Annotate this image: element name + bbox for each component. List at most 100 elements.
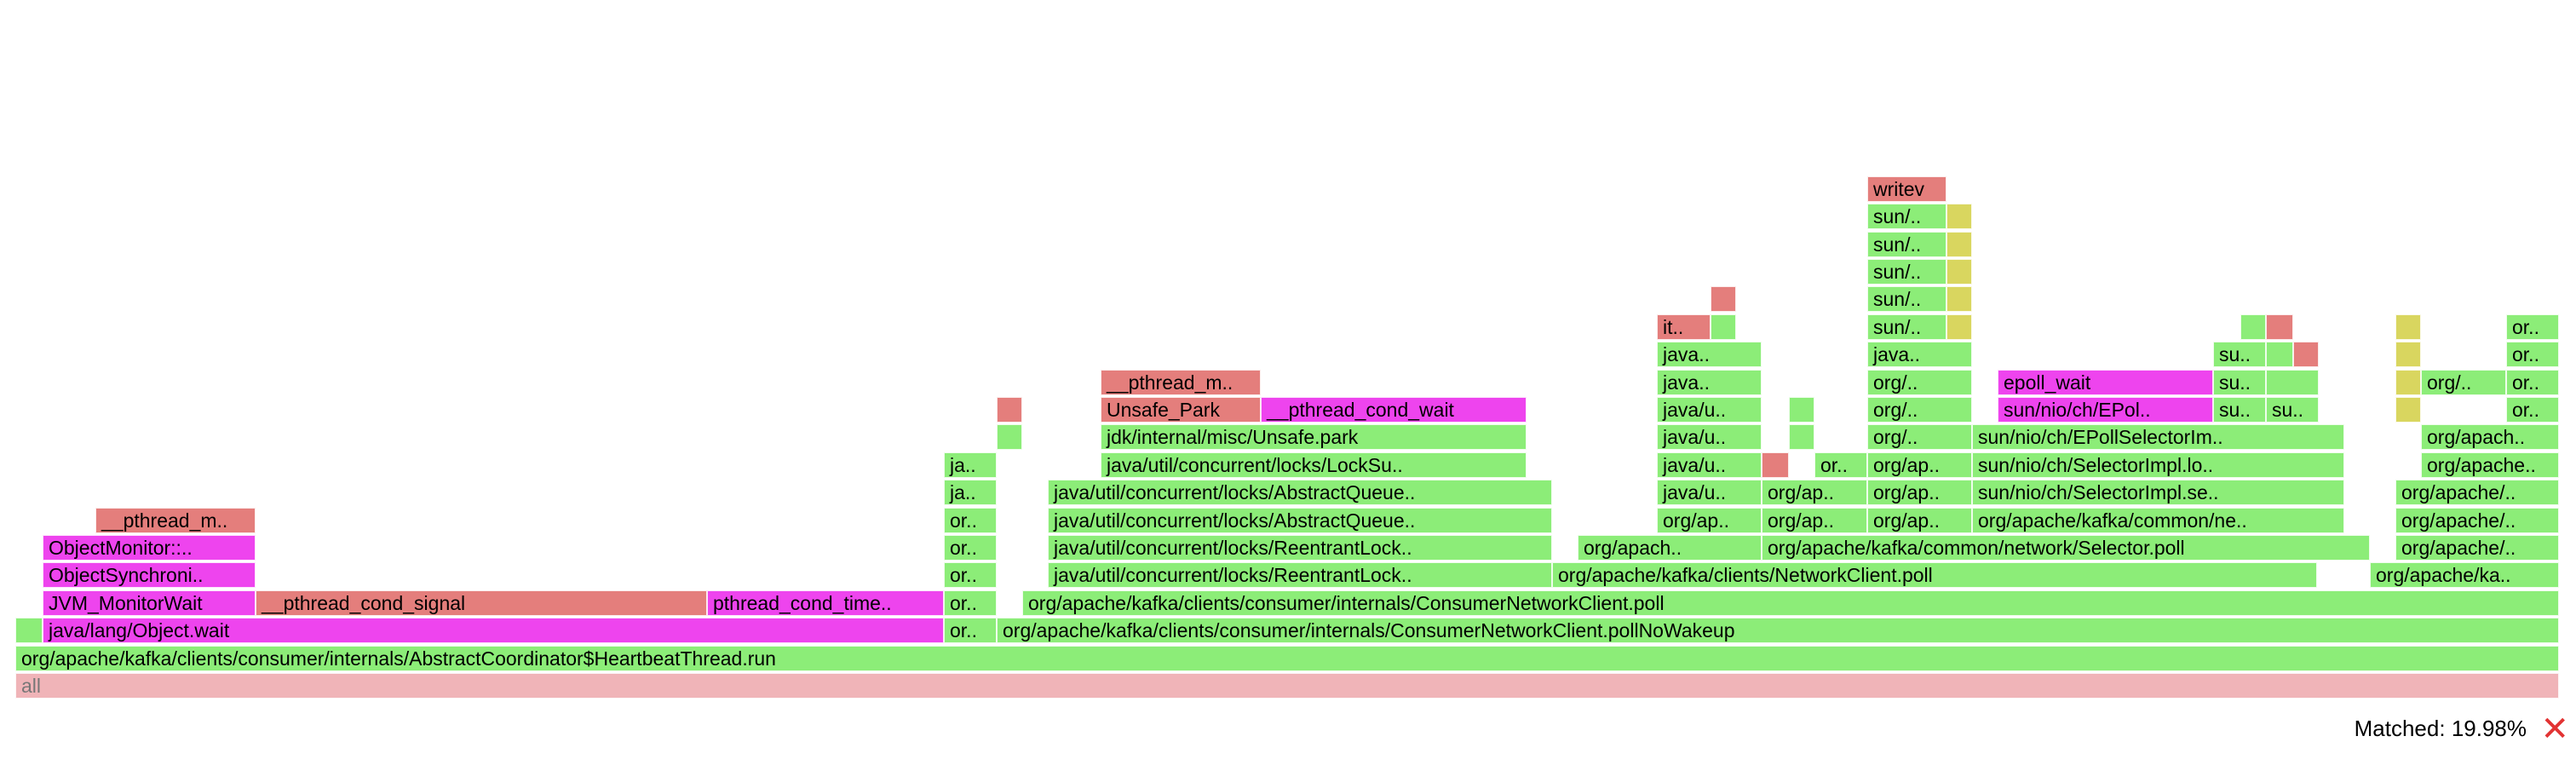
flame-frame[interactable]: JVM_MonitorWait <box>43 590 256 616</box>
flame-frame[interactable]: or.. <box>2506 369 2559 395</box>
flame-frame[interactable] <box>1789 424 1814 451</box>
flame-frame[interactable] <box>2395 342 2421 368</box>
flame-frame[interactable] <box>2395 313 2421 340</box>
flame-frame[interactable]: java/util/concurrent/locks/ReentrantLock… <box>1048 535 1552 561</box>
flame-frame[interactable] <box>1946 204 1972 230</box>
flame-frame[interactable]: __pthread_cond_wait <box>1261 397 1527 423</box>
flame-frame[interactable]: org/apache/.. <box>2395 480 2559 506</box>
flame-frame[interactable]: or.. <box>944 562 997 589</box>
flame-frame[interactable]: jdk/internal/misc/Unsafe.park <box>1101 424 1527 451</box>
flame-frame[interactable]: or.. <box>2506 342 2559 368</box>
flame-frame[interactable]: org/.. <box>1867 369 1972 395</box>
flame-frame[interactable] <box>1711 313 1736 340</box>
flame-frame[interactable] <box>2266 313 2293 340</box>
flame-frame[interactable]: org/apach.. <box>2421 424 2559 451</box>
flame-frame[interactable]: java/util/concurrent/locks/ReentrantLock… <box>1048 562 1552 589</box>
flame-frame[interactable]: org/apache/ka.. <box>2370 562 2559 589</box>
flame-frame[interactable]: ja.. <box>944 452 997 478</box>
flame-frame[interactable]: org/apache/kafka/clients/consumer/intern… <box>1022 590 2559 616</box>
flame-frame[interactable]: ObjectMonitor::.. <box>43 535 256 561</box>
flame-frame[interactable]: org/apache/.. <box>2395 507 2559 533</box>
flame-frame[interactable]: java.. <box>1657 369 1762 395</box>
flame-frame[interactable]: org/ap.. <box>1762 480 1867 506</box>
flame-frame[interactable]: epoll_wait <box>1998 369 2213 395</box>
flame-frame[interactable]: java/u.. <box>1657 452 1762 478</box>
flame-frame[interactable] <box>1946 259 1972 285</box>
flame-frame[interactable]: __pthread_m.. <box>95 507 256 533</box>
flame-frame[interactable]: sun/.. <box>1867 259 1946 285</box>
flame-frame[interactable] <box>1789 397 1814 423</box>
matched-label: Matched: 19.98% <box>2354 716 2527 741</box>
flame-frame[interactable] <box>15 618 43 644</box>
flame-frame[interactable]: java/lang/Object.wait <box>43 618 944 644</box>
flame-frame[interactable]: or.. <box>2506 397 2559 423</box>
flame-frame-root[interactable]: all <box>15 673 2559 699</box>
close-x-icon[interactable]: ✕ <box>2540 710 2569 748</box>
flame-frame[interactable]: pthread_cond_time.. <box>707 590 944 616</box>
flame-frame[interactable]: or.. <box>944 507 997 533</box>
flame-frame[interactable]: java/u.. <box>1657 397 1762 423</box>
flame-frame[interactable]: org/ap.. <box>1762 507 1867 533</box>
flame-frame[interactable]: org/apache/kafka/clients/consumer/intern… <box>15 645 2559 671</box>
flame-frame[interactable]: java/util/concurrent/locks/AbstractQueue… <box>1048 480 1552 506</box>
flame-frame[interactable]: su.. <box>2213 342 2266 368</box>
flame-frame[interactable] <box>1946 286 1972 313</box>
flame-frame[interactable]: sun/nio/ch/SelectorImpl.lo.. <box>1972 452 2344 478</box>
flame-frame[interactable]: java/util/concurrent/locks/LockSu.. <box>1101 452 1527 478</box>
flame-frame[interactable]: java.. <box>1867 342 1972 368</box>
flame-frame[interactable]: sun/.. <box>1867 231 1946 257</box>
flame-frame[interactable]: or.. <box>1814 452 1867 478</box>
flame-frame[interactable] <box>2395 397 2421 423</box>
flame-frame[interactable]: sun/nio/ch/EPollSelectorIm.. <box>1972 424 2344 451</box>
flame-frame[interactable]: or.. <box>2506 313 2559 340</box>
flame-frame[interactable]: or.. <box>944 590 997 616</box>
flame-frame[interactable]: ja.. <box>944 480 997 506</box>
flame-frame[interactable] <box>2240 313 2266 340</box>
flame-frame[interactable]: su.. <box>2213 397 2266 423</box>
flame-frame[interactable] <box>1946 313 1972 340</box>
flame-frame[interactable]: org/apache/kafka/common/ne.. <box>1972 507 2344 533</box>
flame-frame[interactable]: it.. <box>1657 313 1711 340</box>
flame-frame[interactable]: org/apache/.. <box>2395 535 2559 561</box>
flame-frame[interactable]: org/ap.. <box>1867 480 1972 506</box>
flame-frame[interactable]: org/apache/kafka/common/network/Selector… <box>1762 535 2370 561</box>
flame-frame[interactable] <box>2266 369 2319 395</box>
flame-frame[interactable]: __pthread_m.. <box>1101 369 1261 395</box>
flame-frame[interactable]: writev <box>1867 175 1946 202</box>
flame-frame[interactable]: org/apache/kafka/clients/consumer/intern… <box>997 618 2559 644</box>
flame-frame[interactable]: su.. <box>2213 369 2266 395</box>
flame-frame[interactable]: org/.. <box>2421 369 2506 395</box>
flame-frame[interactable]: or.. <box>944 535 997 561</box>
flame-frame[interactable] <box>1946 231 1972 257</box>
flame-frame[interactable]: sun/nio/ch/EPol.. <box>1998 397 2213 423</box>
flame-frame[interactable]: org/ap.. <box>1867 507 1972 533</box>
flame-frame[interactable]: java/u.. <box>1657 480 1762 506</box>
flame-frame[interactable] <box>1762 452 1789 478</box>
flame-frame[interactable]: org/ap.. <box>1867 452 1972 478</box>
flame-frame[interactable]: org/apache.. <box>2421 452 2559 478</box>
flame-frame[interactable] <box>997 397 1022 423</box>
flame-frame[interactable]: sun/nio/ch/SelectorImpl.se.. <box>1972 480 2344 506</box>
flame-frame[interactable] <box>1711 286 1736 313</box>
flame-frame[interactable] <box>2395 369 2421 395</box>
flame-frame[interactable]: su.. <box>2266 397 2319 423</box>
flame-frame[interactable]: ObjectSynchroni.. <box>43 562 256 589</box>
flame-frame[interactable] <box>997 424 1022 451</box>
flame-frame[interactable]: __pthread_cond_signal <box>256 590 707 616</box>
flame-frame[interactable]: java.. <box>1657 342 1762 368</box>
flame-frame[interactable]: sun/.. <box>1867 313 1946 340</box>
flame-frame[interactable]: java/u.. <box>1657 424 1762 451</box>
flame-frame[interactable]: org/.. <box>1867 397 1972 423</box>
flame-frame[interactable]: Unsafe_Park <box>1101 397 1261 423</box>
flame-frame[interactable]: org/ap.. <box>1657 507 1762 533</box>
flame-frame[interactable]: or.. <box>944 618 997 644</box>
flame-frame[interactable]: org/apache/kafka/clients/NetworkClient.p… <box>1552 562 2317 589</box>
flame-frame[interactable] <box>2293 342 2319 368</box>
flame-frame[interactable]: sun/.. <box>1867 204 1946 230</box>
flame-frame[interactable]: org/.. <box>1867 424 1972 451</box>
flame-frame[interactable]: org/apach.. <box>1578 535 1762 561</box>
flame-frame[interactable]: sun/.. <box>1867 286 1946 313</box>
flame-frame[interactable] <box>2266 342 2293 368</box>
flame-frame[interactable]: java/util/concurrent/locks/AbstractQueue… <box>1048 507 1552 533</box>
